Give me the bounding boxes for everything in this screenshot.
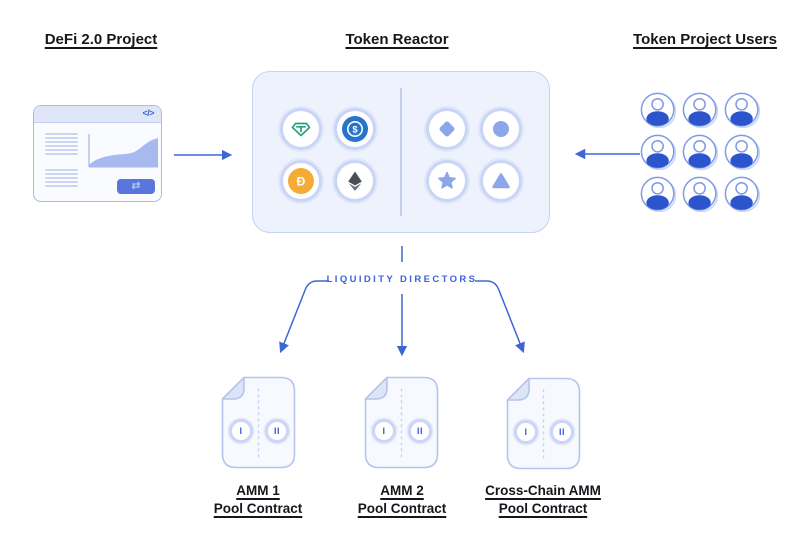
user-avatar-icon <box>724 92 760 128</box>
usdc-dollar-glyph: $ <box>352 124 358 135</box>
contract-title-line1: AMM 2 <box>380 483 424 498</box>
heading-defi-project: DeFi 2.0 Project <box>44 31 158 48</box>
user-avatar-icon <box>724 176 760 212</box>
pool-badge-1: I <box>229 419 253 443</box>
token-reactor-box: $ Đ <box>252 71 550 233</box>
token-project-users-grid <box>640 92 760 212</box>
area-chart-icon <box>88 134 158 168</box>
reactor-divider <box>400 88 402 216</box>
pool-badge-2: II <box>550 420 574 444</box>
user-avatar-icon <box>682 92 718 128</box>
pool-badge-1: I <box>514 420 538 444</box>
swap-button: ⇄ <box>117 179 155 194</box>
user-avatar-icon <box>724 134 760 170</box>
heading-token-project-users: Token Project Users <box>633 31 777 48</box>
arrow-branch-right <box>475 280 525 354</box>
defi-project-card: </> ⇄ <box>33 105 162 202</box>
code-icon: </> <box>142 108 154 118</box>
amm2-contract-document: I II <box>363 375 440 470</box>
amm1-contract-label: AMM 1 Pool Contract <box>214 482 303 517</box>
browser-header-bar: </> <box>34 106 161 123</box>
tether-icon <box>286 114 316 144</box>
contract-title-line1: AMM 1 <box>236 483 280 498</box>
user-avatar-icon <box>682 176 718 212</box>
star-token-icon <box>432 166 462 196</box>
diamond-token-icon <box>432 114 462 144</box>
dai-glyph: Đ <box>297 174 306 188</box>
user-avatar-icon <box>640 176 676 212</box>
user-avatar-icon <box>640 134 676 170</box>
pool-badge-2: II <box>408 419 432 443</box>
swap-icon: ⇄ <box>131 180 141 192</box>
heading-token-reactor: Token Reactor <box>345 31 449 48</box>
user-avatar-icon <box>640 92 676 128</box>
amm2-contract-label: AMM 2 Pool Contract <box>358 482 447 517</box>
contract-title-line2: Pool Contract <box>213 500 303 516</box>
usdc-icon: $ <box>340 114 370 144</box>
user-avatar-icon <box>682 134 718 170</box>
pool-badge-2: II <box>265 419 289 443</box>
contract-title-line2: Pool Contract <box>498 500 588 516</box>
contract-title-line2: Pool Contract <box>357 500 447 516</box>
crosschain-contract-label: Cross-Chain AMM Pool Contract <box>485 482 601 517</box>
circle-token-icon <box>486 114 516 144</box>
contract-title-line1: Cross-Chain AMM <box>485 483 601 498</box>
crosschain-contract-document: I II <box>505 376 582 471</box>
liquidity-directors-label: LIQUIDITY DIRECTORS <box>326 274 478 285</box>
ethereum-icon <box>340 166 370 196</box>
pool-badge-1: I <box>372 419 396 443</box>
arrow-branch-left <box>279 280 329 354</box>
dai-icon: Đ <box>286 166 316 196</box>
triangle-token-icon <box>486 166 516 196</box>
amm1-contract-document: I II <box>220 375 297 470</box>
